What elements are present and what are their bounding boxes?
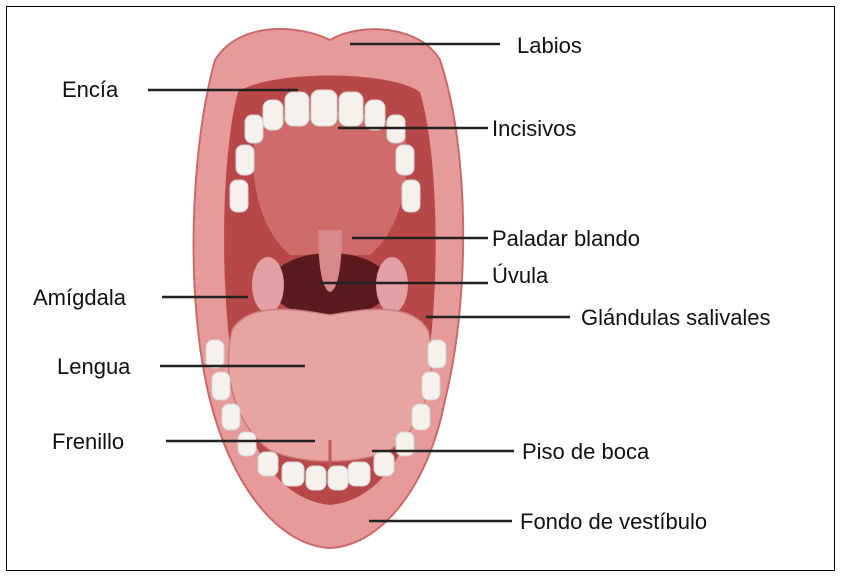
label-uvula: Úvula: [492, 265, 548, 287]
label-glandulas-salivales: Glándulas salivales: [581, 307, 771, 329]
label-amigdala: Amígdala: [33, 287, 126, 309]
label-fondo-de-vestibulo: Fondo de vestíbulo: [520, 511, 707, 533]
label-labios: Labios: [517, 35, 582, 57]
tonsil-left: [252, 257, 284, 313]
label-paladar-blando: Paladar blando: [492, 228, 640, 250]
label-piso-de-boca: Piso de boca: [522, 441, 649, 463]
label-frenillo: Frenillo: [52, 431, 124, 453]
label-encia: Encía: [62, 79, 118, 101]
tonsil-right: [376, 257, 408, 313]
label-incisivos: Incisivos: [492, 118, 576, 140]
label-lengua: Lengua: [57, 356, 130, 378]
